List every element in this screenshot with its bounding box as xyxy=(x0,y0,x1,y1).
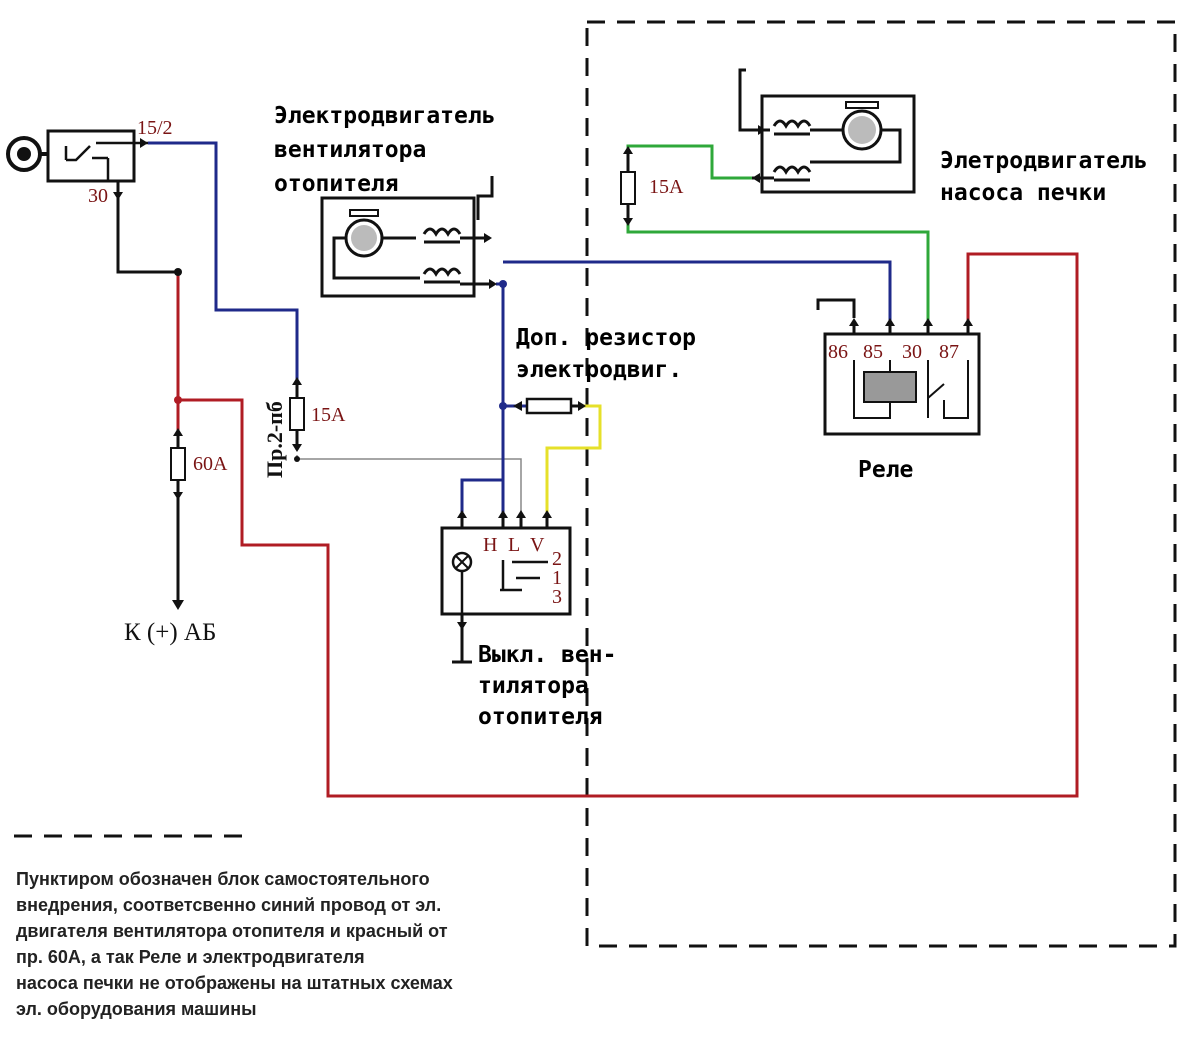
legend-line: пр. 60А, а так Реле и электродвигателя xyxy=(16,947,365,967)
resistor-label-1: Доп. резистор xyxy=(516,325,696,351)
fan-motor-label-3: отопителя xyxy=(274,171,399,197)
junction-dot xyxy=(499,402,507,410)
fuse-15a-pump xyxy=(620,146,636,226)
wire-gray-fuse-switch xyxy=(296,455,522,512)
fan-motor-block xyxy=(320,176,497,298)
legend-line: внедрения, соответсвенно синий провод от… xyxy=(16,895,442,915)
fan-motor-label-1: Электродвигатель xyxy=(274,103,496,129)
wire-red-relay-87 xyxy=(178,252,1079,798)
switch-pin-3: 3 xyxy=(552,586,562,608)
legend-line: Пунктиром обозначен блок самостоятельног… xyxy=(16,869,430,889)
switch-label-1: Выкл. вен- xyxy=(478,642,616,668)
fuse-60a-label: 60А xyxy=(193,453,228,475)
fuse-60a xyxy=(170,428,186,610)
ignition-key-icon xyxy=(17,147,31,161)
ignition-switch xyxy=(6,129,148,200)
legend-line: эл. оборудования машины xyxy=(16,999,257,1019)
ignition-pin-30: 30 xyxy=(88,185,108,207)
junction-dot xyxy=(499,280,507,288)
wire-black-30 xyxy=(116,198,178,274)
relay xyxy=(816,298,981,436)
fan-motor-label-2: вентилятора xyxy=(274,137,426,163)
fuse-icon xyxy=(289,397,305,431)
fuse-icon xyxy=(170,447,186,481)
relay-pin-85: 85 xyxy=(863,341,883,363)
pump-motor-label-2: насоса печки xyxy=(940,180,1106,206)
fuse-15a-left-label: 15А xyxy=(311,404,346,426)
fan-switch xyxy=(440,510,572,664)
switch-pin-h: H xyxy=(483,534,497,556)
legend-line: насоса печки не отображены на штатных сх… xyxy=(16,973,453,993)
self-install-block-border xyxy=(585,20,1177,948)
pump-motor-block xyxy=(738,68,916,194)
junction-dot xyxy=(174,396,182,404)
switch-label-3: отопителя xyxy=(478,704,603,730)
wire-blue-ignition xyxy=(148,141,299,385)
pump-motor-label-1: Элетродвигатель xyxy=(940,148,1148,174)
ignition-pin-15: 15/2 xyxy=(137,117,173,139)
switch-pin-1: 1 xyxy=(552,567,562,589)
switch-pin-2: 2 xyxy=(552,548,562,570)
switch-label-2: тилятора xyxy=(478,673,589,699)
switch-pin-v: V xyxy=(530,534,545,556)
resistor xyxy=(513,397,586,415)
fuse-pr2-15a xyxy=(289,377,305,452)
resistor-label-2: электродвиг. xyxy=(516,357,682,383)
relay-pin-86: 86 xyxy=(828,341,848,363)
ground-icon xyxy=(738,68,752,132)
relay-pin-87: 87 xyxy=(939,341,959,363)
fuse-pr-label: Пр.2-пб xyxy=(262,401,287,478)
relay-label: Реле xyxy=(858,457,913,483)
ground-icon xyxy=(476,176,494,220)
wire-blue-switch-h xyxy=(460,478,503,512)
wire-blue-relay-85 xyxy=(503,260,892,325)
wire-yellow-resistor xyxy=(545,404,602,512)
switch-pin-l: L xyxy=(508,534,520,556)
junction-dot xyxy=(294,456,300,462)
fuse-icon xyxy=(620,171,636,205)
ground-icon xyxy=(816,298,856,318)
fuse-15a-right-label: 15А xyxy=(649,176,684,198)
relay-pin-30: 30 xyxy=(902,341,922,363)
junction-dot xyxy=(174,268,182,276)
battery-label: К (+) АБ xyxy=(124,619,216,646)
legend-line: двигателя вентилятора отопителя и красны… xyxy=(16,921,448,941)
legend-note: Пунктиром обозначен блок самостоятельног… xyxy=(16,866,596,1022)
